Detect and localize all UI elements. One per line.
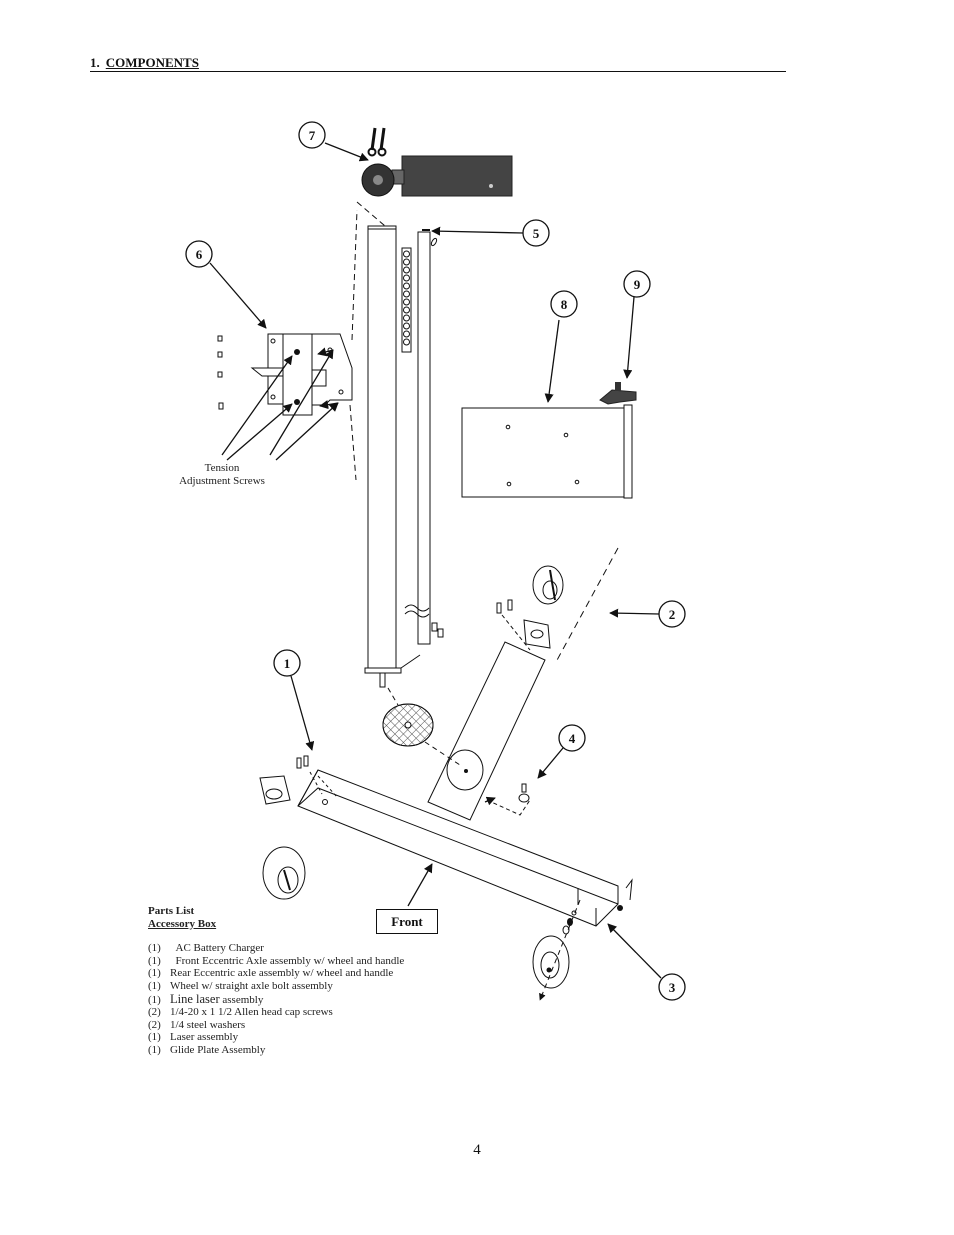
callout-2: 2	[609, 600, 686, 628]
section-number: 1.	[90, 55, 100, 70]
list-item: (1)Laser assembly	[148, 1031, 239, 1044]
svg-text:9: 9	[634, 277, 641, 292]
parts-list-subtitle: Accessory Box	[148, 917, 217, 930]
svg-text:6: 6	[196, 247, 203, 262]
svg-text:3: 3	[669, 980, 676, 995]
callout-3: 3	[607, 923, 686, 1001]
rear-wheel	[532, 878, 633, 1001]
tension-label-line1: Tension	[205, 462, 240, 474]
list-item: (1) Front Eccentric Axle assembly w/ whe…	[148, 954, 405, 967]
svg-text:4: 4	[569, 731, 576, 746]
svg-text:7: 7	[309, 128, 316, 143]
tension-bracket	[217, 333, 353, 416]
callout-6: 6	[185, 240, 267, 329]
callout-4: 4	[537, 724, 586, 779]
base-disk	[382, 687, 461, 766]
front-beam	[296, 755, 619, 927]
svg-text:5: 5	[533, 226, 540, 241]
callout-7: 7	[298, 121, 369, 162]
list-item: (1)Rear Eccentric axle assembly w/ wheel…	[148, 967, 394, 980]
laser-housing	[361, 127, 513, 197]
section-title: COMPONENTS	[105, 55, 199, 70]
front-arrow	[407, 863, 433, 907]
main-column	[364, 225, 402, 688]
svg-text:8: 8	[561, 297, 568, 312]
list-item: (1)Wheel w/ straight axle bolt assembly	[148, 979, 333, 992]
callout-5: 5	[431, 219, 550, 247]
bolt-washer	[486, 783, 531, 816]
callout-9: 9	[623, 270, 651, 379]
list-item: (2)1/4 steel washers	[148, 1018, 246, 1031]
list-item: (1) AC Battery Charger	[148, 942, 264, 955]
front-axle-block	[259, 775, 306, 900]
list-item: (2)1/4-20 x 1 1/2 Allen head cap screws	[148, 1006, 333, 1019]
svg-text:1: 1	[284, 656, 291, 671]
parts-list-title: Parts List	[148, 905, 195, 917]
list-item: (1)Line laser assembly	[148, 991, 264, 1006]
parts-list: Parts List Accessory Box (1) AC Battery …	[148, 905, 404, 1057]
glide-clip	[599, 382, 637, 405]
list-item: (1)Glide Plate Assembly	[148, 1043, 266, 1056]
svg-text:2: 2	[669, 607, 676, 622]
section-header: 1. COMPONENTS	[90, 55, 786, 72]
tension-label-line2: Adjustment Screws	[179, 475, 265, 487]
front-label: Front	[376, 909, 438, 934]
callout-8: 8	[544, 290, 578, 403]
guide-rail	[400, 229, 444, 669]
callout-1: 1	[273, 649, 315, 751]
page-number: 4	[473, 1142, 481, 1158]
rear-beam	[427, 547, 619, 821]
glide-plate	[461, 404, 633, 499]
